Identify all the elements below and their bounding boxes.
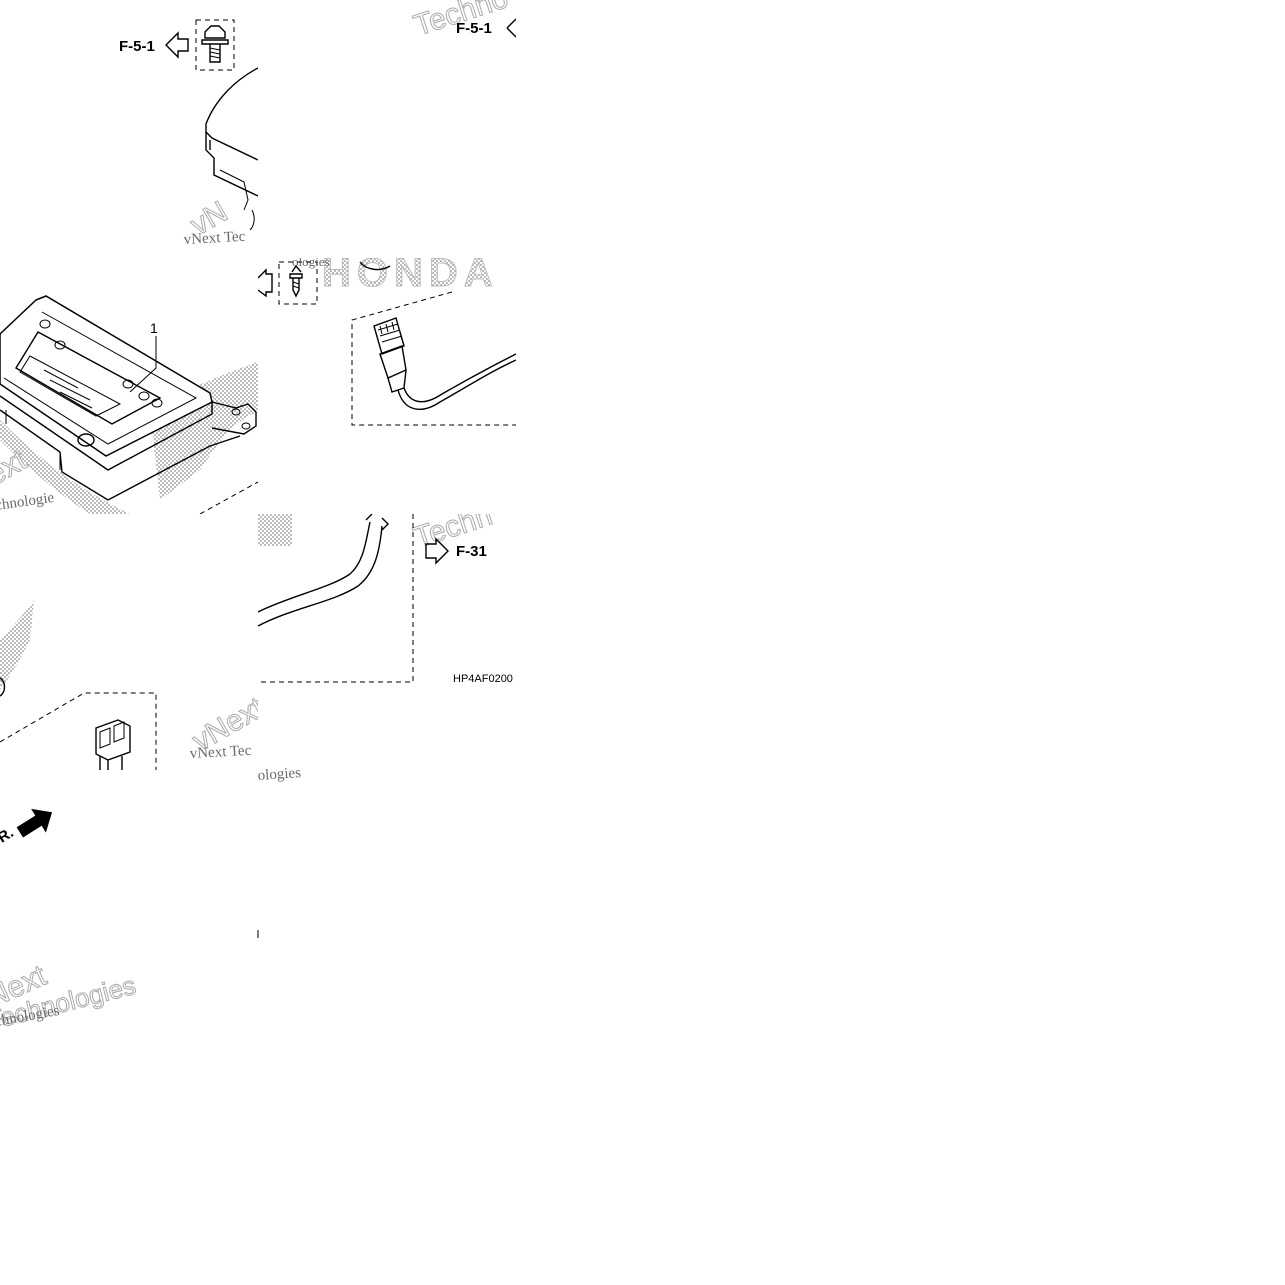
screw-detail-box xyxy=(278,261,318,305)
halftone-bl xyxy=(0,600,34,690)
tile-lower-left: FR. Next Technologies chnologies xyxy=(0,808,139,1030)
watermark-honda: HONDA xyxy=(322,251,499,295)
front-arrow-icon xyxy=(16,808,53,838)
wire-lower-a xyxy=(258,521,371,613)
callout-number: 1 xyxy=(150,320,158,336)
wire-end xyxy=(250,580,256,590)
tapping-screw-icon xyxy=(289,264,303,298)
part-code: HP4AF0200 xyxy=(453,673,513,685)
grommet-edge xyxy=(0,677,6,697)
reference-f-5-1-b: F-5-1 xyxy=(456,20,492,37)
callout-leader xyxy=(129,336,157,393)
coupler-connector xyxy=(373,317,407,393)
tile-middle-right: HONDA ologies xyxy=(258,251,516,426)
coupler-detail-box xyxy=(0,692,157,770)
connector-top xyxy=(359,261,391,271)
reference-f-31: F-31 xyxy=(456,543,487,560)
harness-detail-box xyxy=(351,291,516,426)
dashed-leader-a xyxy=(199,481,258,514)
control-unit-corner xyxy=(205,67,258,231)
watermark-vnext-tec: vNext Tec xyxy=(183,229,246,248)
tile-bottom-right: Techn F-31 HP4AF0200 xyxy=(250,514,513,685)
tile-top-right: Techno F-5-1 xyxy=(409,0,516,43)
flange-bolt-icon xyxy=(201,25,229,63)
watermark-ologies-mr: ologies xyxy=(292,254,330,269)
tile-middle-left: 1 chnologie ext xyxy=(0,295,258,514)
wire-harness-b xyxy=(403,353,516,403)
arrow-left-icon-b xyxy=(506,18,516,38)
bolt-detail-box xyxy=(195,19,235,71)
harness-detail-box-lower xyxy=(258,514,414,683)
tile-top-left: F-5-1 vNext Tec vN xyxy=(119,19,258,248)
reference-f-5-1-a: F-5-1 xyxy=(119,38,155,55)
control-unit xyxy=(0,295,257,501)
small-coupler xyxy=(95,719,131,770)
halftone-lower xyxy=(0,420,130,514)
wire-lower-b xyxy=(258,525,383,627)
wire-harness-a xyxy=(397,359,516,410)
watermark-vnext-tec-bl: vNext Tec xyxy=(189,743,252,762)
front-marker: FR. xyxy=(0,824,17,851)
tile-bottom-left: vNext vNext Tec xyxy=(0,600,258,770)
arrow-left-icon xyxy=(165,31,189,59)
watermark-technologies-ml: chnologie xyxy=(0,490,55,514)
watermark-ologies-low: ologies xyxy=(257,765,302,784)
wire-clip xyxy=(365,514,389,531)
arrow-right-icon xyxy=(425,537,449,565)
halftone-br xyxy=(258,514,292,546)
arrow-left-icon-c xyxy=(258,268,273,298)
